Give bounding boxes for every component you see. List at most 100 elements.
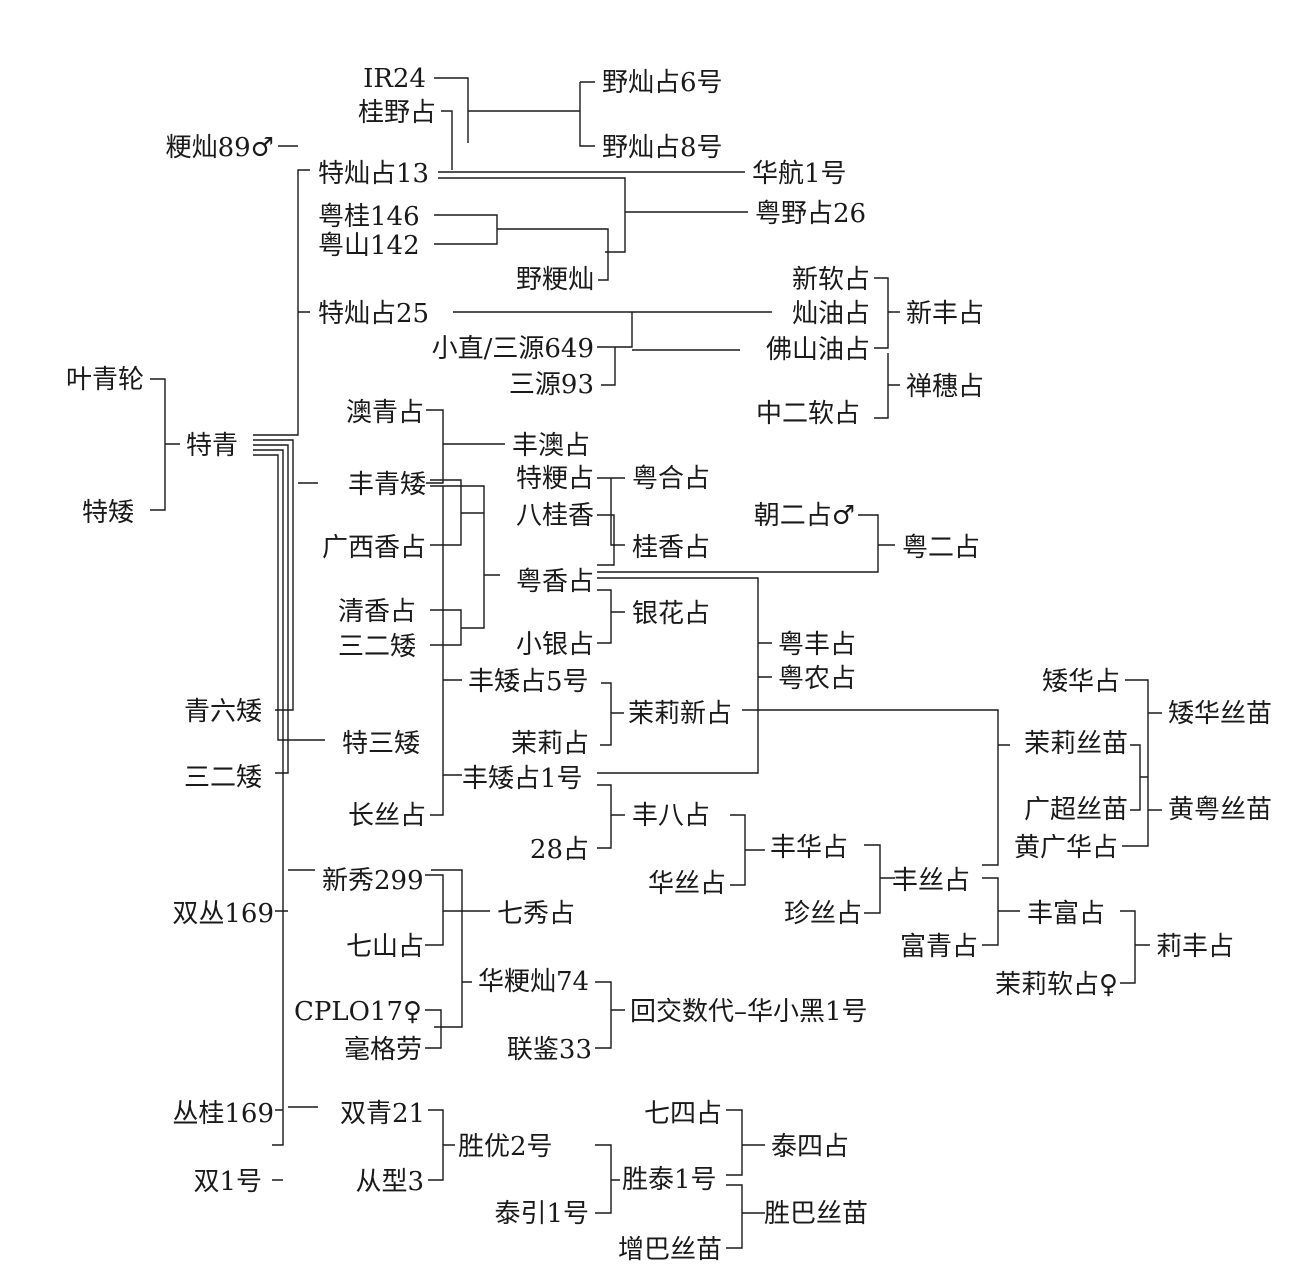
edge-shengyou bbox=[428, 1109, 455, 1181]
edge-teqing-trunk-2 bbox=[253, 439, 294, 711]
edge-shengba bbox=[726, 1184, 765, 1249]
edge-shengtai bbox=[595, 1144, 620, 1214]
node-fengqingai: 丰青矮 bbox=[348, 470, 426, 500]
node-sanerai_a: 三二矮 bbox=[338, 632, 416, 662]
edge-taisi bbox=[726, 1109, 765, 1176]
edge-teqing-trunk-5 bbox=[253, 454, 325, 741]
node-qingxiangzhan: 清香占 bbox=[338, 597, 416, 627]
node-yexianzhan8: 野灿占8号 bbox=[602, 133, 723, 163]
edge-molixin bbox=[600, 682, 1010, 866]
node-fengaizhan1: 丰矮占1号 bbox=[462, 764, 583, 794]
node-zengbasimiao: 增巴丝苗 bbox=[618, 1235, 722, 1265]
edge-qixiu bbox=[425, 869, 490, 1028]
node-yuexiangzhan: 粤香占 bbox=[516, 567, 594, 597]
node-huajingxian74: 华粳灿74 bbox=[478, 967, 589, 997]
node-shuangqing21: 双青21 bbox=[340, 1099, 425, 1129]
edge-texianzhan25 bbox=[453, 311, 772, 386]
node-texianzhan25: 特灿占25 bbox=[318, 299, 429, 329]
node-haogelao: 毫格劳 bbox=[344, 1035, 422, 1065]
pedigree-edges bbox=[150, 77, 1162, 1249]
node-huangguanghuazhan: 黄广华占 bbox=[1014, 833, 1118, 863]
node-taisizhan: 泰四占 bbox=[771, 1132, 849, 1162]
node-zhongerruanzhan: 中二软占 bbox=[756, 399, 860, 429]
edge-trunk-stubs bbox=[288, 311, 318, 1108]
node-shuang1: 双1号 bbox=[193, 1167, 262, 1197]
node-aoqingzhan: 澳青占 bbox=[346, 398, 424, 428]
edge-tejing-bagui bbox=[597, 477, 625, 566]
edge-huiji bbox=[595, 981, 625, 1049]
node-yexianzhan6: 野灿占6号 bbox=[602, 68, 723, 98]
node-qisizhan: 七四占 bbox=[644, 1099, 722, 1129]
node-xinxiu299: 新秀299 bbox=[322, 866, 424, 896]
node-huangyuesimiao: 黄粤丝苗 bbox=[1168, 795, 1272, 825]
node-sanerai_b: 三二矮 bbox=[184, 763, 262, 793]
edge-aoqing bbox=[426, 409, 505, 484]
edge-fengsi bbox=[864, 844, 895, 914]
node-yuehezhan: 粤合占 bbox=[632, 464, 710, 494]
node-fengfuzhan: 丰富占 bbox=[1027, 899, 1105, 929]
node-tesanai: 特三矮 bbox=[342, 729, 420, 759]
node-yuegui146: 粤桂146 bbox=[318, 202, 420, 232]
node-jingxian89: 粳灿89♂ bbox=[166, 133, 274, 163]
node-chansuizhan: 禅穗占 bbox=[906, 372, 984, 402]
node-shuangcong169: 双丛169 bbox=[172, 899, 274, 929]
node-cplo17: CPLO17♀ bbox=[294, 997, 422, 1027]
node-guangchaosimiao: 广超丝苗 bbox=[1024, 795, 1128, 825]
node-foshanyouzhan: 佛山油占 bbox=[766, 335, 870, 365]
edge-aihua-simiao bbox=[1122, 679, 1162, 847]
edge-yuexiang-bundle bbox=[597, 514, 895, 774]
node-yuenongzhan: 粤农占 bbox=[778, 664, 856, 694]
node-ir24: IR24 bbox=[363, 64, 426, 94]
node-texianzhan13: 特灿占13 bbox=[318, 159, 429, 189]
node-teai: 特矮 bbox=[82, 498, 134, 528]
edge-cplo bbox=[425, 1009, 442, 1049]
node-qishanzhan: 七山占 bbox=[346, 932, 424, 962]
node-lifengzhan: 莉丰占 bbox=[1156, 932, 1234, 962]
node-yeyezhan26: 粤野占26 bbox=[755, 199, 866, 229]
node-baguixiang: 八桂香 bbox=[516, 501, 594, 531]
edge-yuegui-yueshan bbox=[434, 214, 609, 281]
node-conggui169: 丛桂169 bbox=[172, 1099, 274, 1129]
node-zhan28: 28占 bbox=[530, 835, 589, 865]
node-shengtai1: 胜泰1号 bbox=[622, 1165, 717, 1195]
edge-ir24-guiye bbox=[434, 77, 595, 170]
node-fengaizhan5: 丰矮占5号 bbox=[468, 667, 589, 697]
edge-fengqingai-bundle bbox=[430, 479, 500, 646]
node-moliruanzhan: 茉莉软占♀ bbox=[995, 970, 1118, 1000]
node-xinfengzhan: 新丰占 bbox=[906, 299, 984, 329]
node-fengsizhan: 丰丝占 bbox=[892, 866, 970, 896]
node-yuefengzhan: 粤丰占 bbox=[778, 630, 856, 660]
node-qixiuzhan: 七秀占 bbox=[497, 899, 575, 929]
node-canyouzhan: 灿油占 bbox=[792, 299, 870, 329]
node-yeqinglun: 叶青轮 bbox=[66, 365, 144, 395]
node-huiji: 回交数代–华小黑1号 bbox=[630, 997, 868, 1027]
node-molizhan: 茉莉占 bbox=[511, 729, 589, 759]
node-teqing: 特青 bbox=[186, 431, 238, 461]
node-yejingxian: 野粳灿 bbox=[516, 265, 594, 295]
node-aihuazhan: 矮华占 bbox=[1042, 667, 1120, 697]
edge-fengqingai-down bbox=[430, 486, 462, 816]
edge-fenghua bbox=[730, 814, 765, 886]
node-molisimiao: 茉莉丝苗 bbox=[1024, 729, 1128, 759]
edge-fengfu bbox=[982, 877, 1020, 946]
node-yinhuazhan: 银花占 bbox=[632, 599, 710, 629]
edge-xinfeng-chansui bbox=[874, 277, 900, 419]
edge-lifeng bbox=[1120, 910, 1150, 984]
node-sanyuan93: 三源93 bbox=[509, 370, 594, 400]
node-changsizhan: 长丝占 bbox=[348, 801, 426, 831]
node-yueshan142: 粤山142 bbox=[318, 231, 420, 261]
node-guixiangzhan: 桂香占 bbox=[632, 533, 710, 563]
node-lianjian33: 联鉴33 bbox=[507, 1035, 592, 1065]
node-aihuasimiao: 矮华丝苗 bbox=[1168, 699, 1272, 729]
edge-texianzhan13 bbox=[438, 171, 748, 253]
node-fuqingzhan: 富青占 bbox=[900, 932, 978, 962]
node-guangxixiangzhan: 广西香占 bbox=[322, 533, 426, 563]
node-xiaozhi649: 小直/三源649 bbox=[432, 334, 594, 364]
node-shengyou2: 胜优2号 bbox=[458, 1132, 553, 1162]
node-yueerzhan: 粤二占 bbox=[902, 533, 980, 563]
node-fengaozhan: 丰澳占 bbox=[512, 431, 590, 461]
node-xinruanzhan: 新软占 bbox=[792, 265, 870, 295]
edge-teqing-trunk-3 bbox=[253, 444, 289, 774]
